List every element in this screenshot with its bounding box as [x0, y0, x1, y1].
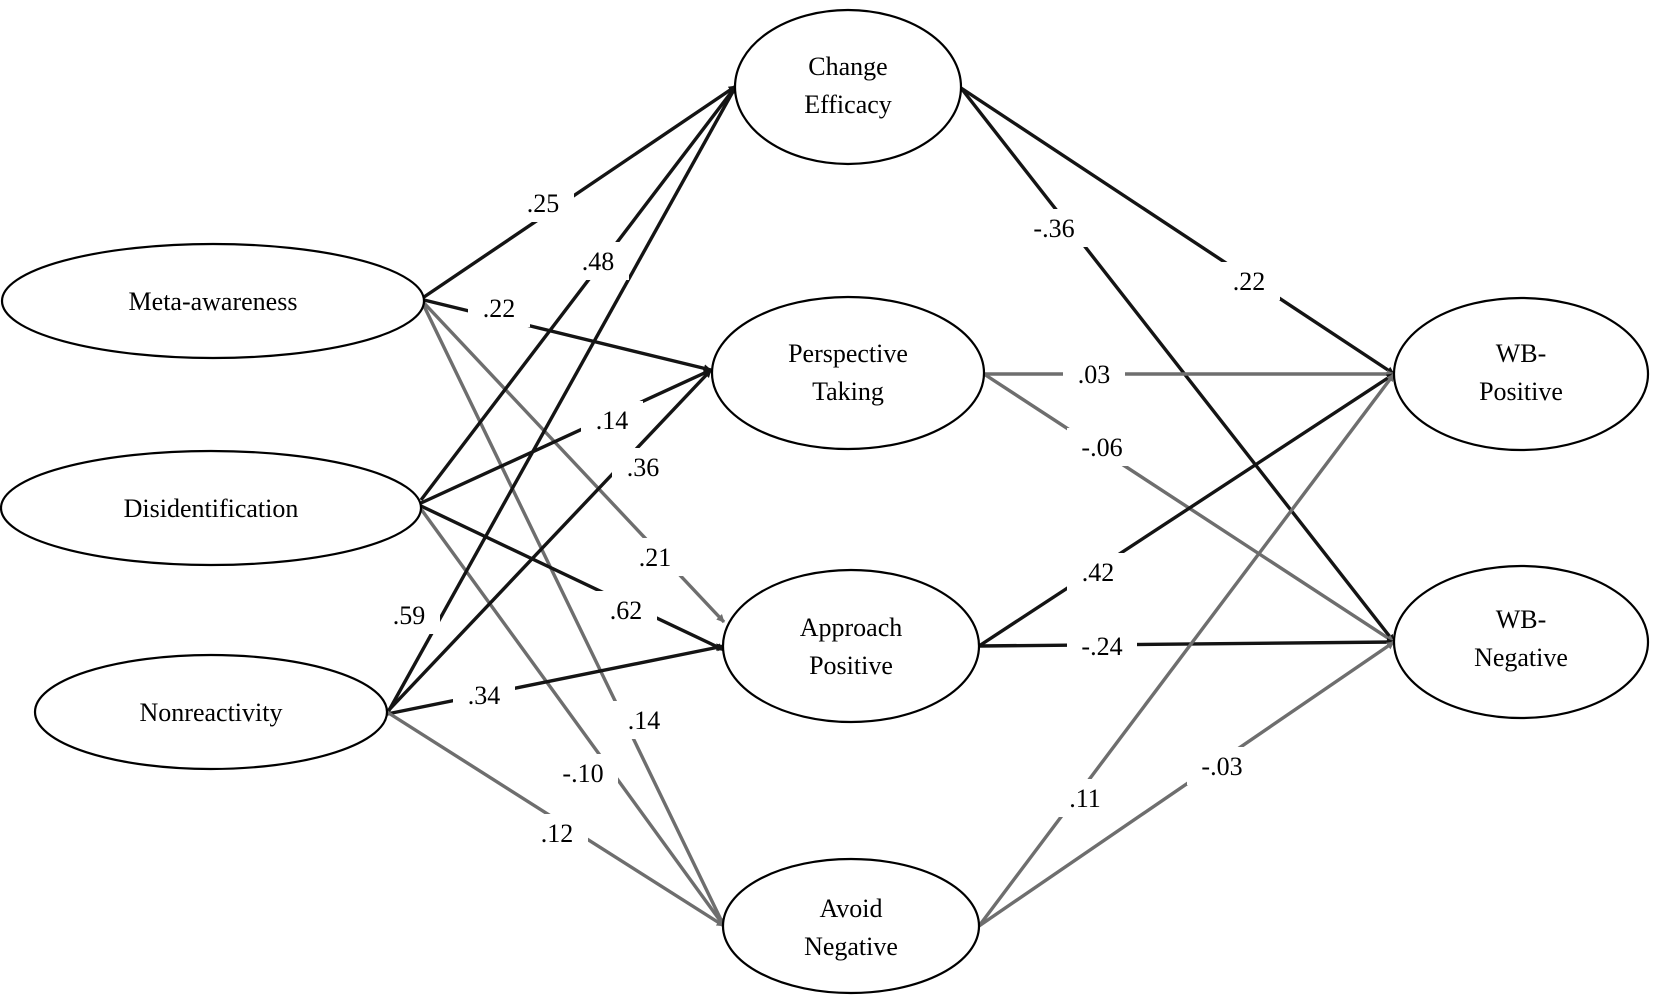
svg-text:Meta-awareness: Meta-awareness: [129, 287, 298, 316]
coefficient-ce-to-wbp: .22: [1233, 267, 1266, 296]
path-nonr-to-pt: [385, 368, 713, 714]
svg-text:Avoid: Avoid: [819, 894, 882, 923]
svg-text:WB-: WB-: [1496, 605, 1547, 634]
path-ce-to-wbn: [959, 86, 1396, 644]
coefficient-ap-to-wbn: -.24: [1081, 632, 1122, 661]
path-an-to-wbp: [977, 372, 1396, 928]
node-disidentification: Disidentification: [0, 449, 423, 567]
coefficient-meta-to-pt: .22: [483, 294, 516, 323]
node-approach-positive: Approach Positive: [721, 568, 981, 724]
path-meta-to-pt: [423, 298, 712, 373]
node-change-efficacy: Change Efficacy: [733, 8, 963, 166]
coefficient-label: .59: [378, 596, 440, 634]
coefficient-an-to-wbn: -.03: [1201, 752, 1242, 781]
coefficient-label: .12: [526, 814, 588, 852]
svg-text:WB-: WB-: [1496, 339, 1547, 368]
path-disid-to-an: [419, 508, 726, 927]
svg-text:Positive: Positive: [1479, 377, 1563, 406]
coefficient-meta-to-ce: .25: [527, 189, 560, 218]
node-avoid-negative-line2: Negative: [804, 932, 898, 961]
coefficient-label: .25: [512, 184, 574, 222]
coefficient-label: .48: [567, 242, 629, 280]
path-meta-to-ce: [423, 84, 737, 299]
coefficient-label: .14: [613, 701, 675, 739]
node-wb-positive: WB- Positive: [1392, 296, 1650, 452]
coefficient-nonr-to-ce: .59: [393, 601, 426, 630]
coefficient-disid-to-pt: .14: [596, 406, 629, 435]
path-ap-to-wbn: [978, 638, 1395, 648]
coefficient-label: .22: [468, 289, 530, 327]
coefficient-meta-to-ap: .21: [639, 543, 672, 572]
coefficient-label: .21: [624, 538, 686, 576]
coefficient-labels-group: .25 .22 .21 .14 .48 .14 .62 -.10 .59 .36…: [378, 184, 1280, 852]
node-nonreactivity-label: Nonreactivity: [140, 698, 283, 727]
node-nonreactivity: Nonreactivity: [33, 653, 389, 771]
coefficient-nonr-to-an: .12: [541, 819, 574, 848]
coefficient-label: -.36: [1019, 209, 1089, 247]
node-approach-positive-line1: Approach: [800, 613, 903, 642]
svg-text:Negative: Negative: [1474, 643, 1568, 672]
paths-group: [385, 84, 1396, 928]
svg-text:Change: Change: [808, 52, 887, 81]
coefficient-meta-to-an: .14: [628, 706, 661, 735]
node-wb-positive-line2: Positive: [1479, 377, 1563, 406]
node-avoid-negative: Avoid Negative: [721, 857, 981, 995]
svg-text:Efficacy: Efficacy: [804, 90, 892, 119]
svg-text:Negative: Negative: [804, 932, 898, 961]
coefficient-disid-to-an: -.10: [562, 759, 603, 788]
path-ce-to-wbp: [960, 86, 1395, 376]
coefficient-label: .14: [581, 401, 643, 439]
node-wb-negative: WB- Negative: [1392, 564, 1650, 720]
coefficient-label: .42: [1067, 553, 1129, 591]
svg-text:Perspective: Perspective: [788, 339, 908, 368]
node-perspective-taking-line1: Perspective: [788, 339, 908, 368]
svg-text:Taking: Taking: [812, 377, 884, 406]
coefficient-an-to-wbp: .11: [1069, 784, 1101, 813]
coefficient-label: .03: [1063, 355, 1125, 393]
path-nonr-to-ce: [385, 85, 738, 715]
node-avoid-negative-line1: Avoid: [819, 894, 882, 923]
svg-text:Positive: Positive: [809, 651, 893, 680]
node-wb-negative-line2: Negative: [1474, 643, 1568, 672]
node-approach-positive-line2: Positive: [809, 651, 893, 680]
coefficient-ap-to-wbp: .42: [1082, 558, 1115, 587]
node-disidentification-label: Disidentification: [124, 494, 299, 523]
path-ap-to-wbp: [978, 372, 1395, 648]
constructs-group: Meta-awareness Disidentification Nonreac…: [0, 8, 1650, 995]
coefficient-disid-to-ap: .62: [610, 596, 643, 625]
coefficient-label: .34: [453, 676, 515, 714]
node-perspective-taking: Perspective Taking: [710, 295, 986, 451]
coefficient-label: -.10: [548, 754, 618, 792]
coefficient-nonr-to-ap: .34: [468, 681, 501, 710]
node-change-efficacy-line1: Change: [808, 52, 887, 81]
coefficient-label: -.24: [1067, 627, 1137, 665]
node-perspective-taking-line2: Taking: [812, 377, 884, 406]
node-wb-positive-line1: WB-: [1496, 339, 1547, 368]
coefficient-label: .36: [612, 448, 674, 486]
coefficient-disid-to-ce: .48: [582, 247, 615, 276]
svg-text:Disidentification: Disidentification: [124, 494, 299, 523]
svg-text:Approach: Approach: [800, 613, 903, 642]
path-disid-to-ce: [419, 84, 738, 502]
node-change-efficacy-line2: Efficacy: [804, 90, 892, 119]
svg-text:Nonreactivity: Nonreactivity: [140, 698, 283, 727]
node-meta-awareness: Meta-awareness: [0, 242, 426, 360]
node-meta-awareness-label: Meta-awareness: [129, 287, 298, 316]
node-wb-negative-line1: WB-: [1496, 605, 1547, 634]
path-disid-to-pt: [420, 368, 712, 505]
coefficient-label: -.03: [1187, 747, 1257, 785]
coefficient-label: .62: [595, 591, 657, 629]
coefficient-pt-to-wbn: -.06: [1081, 433, 1122, 462]
path-an-to-wbn: [978, 640, 1395, 928]
path-nonr-to-ap: [386, 643, 725, 716]
coefficient-label: .22: [1218, 262, 1280, 300]
path-meta-to-an: [422, 305, 726, 927]
coefficient-nonr-to-pt: .36: [627, 453, 660, 482]
coefficient-pt-to-wbp: .03: [1078, 360, 1111, 389]
path-disid-to-ap: [420, 504, 725, 652]
coefficient-label: .11: [1054, 779, 1116, 817]
coefficient-label: -.06: [1067, 428, 1137, 466]
coefficient-ce-to-wbn: -.36: [1033, 214, 1074, 243]
